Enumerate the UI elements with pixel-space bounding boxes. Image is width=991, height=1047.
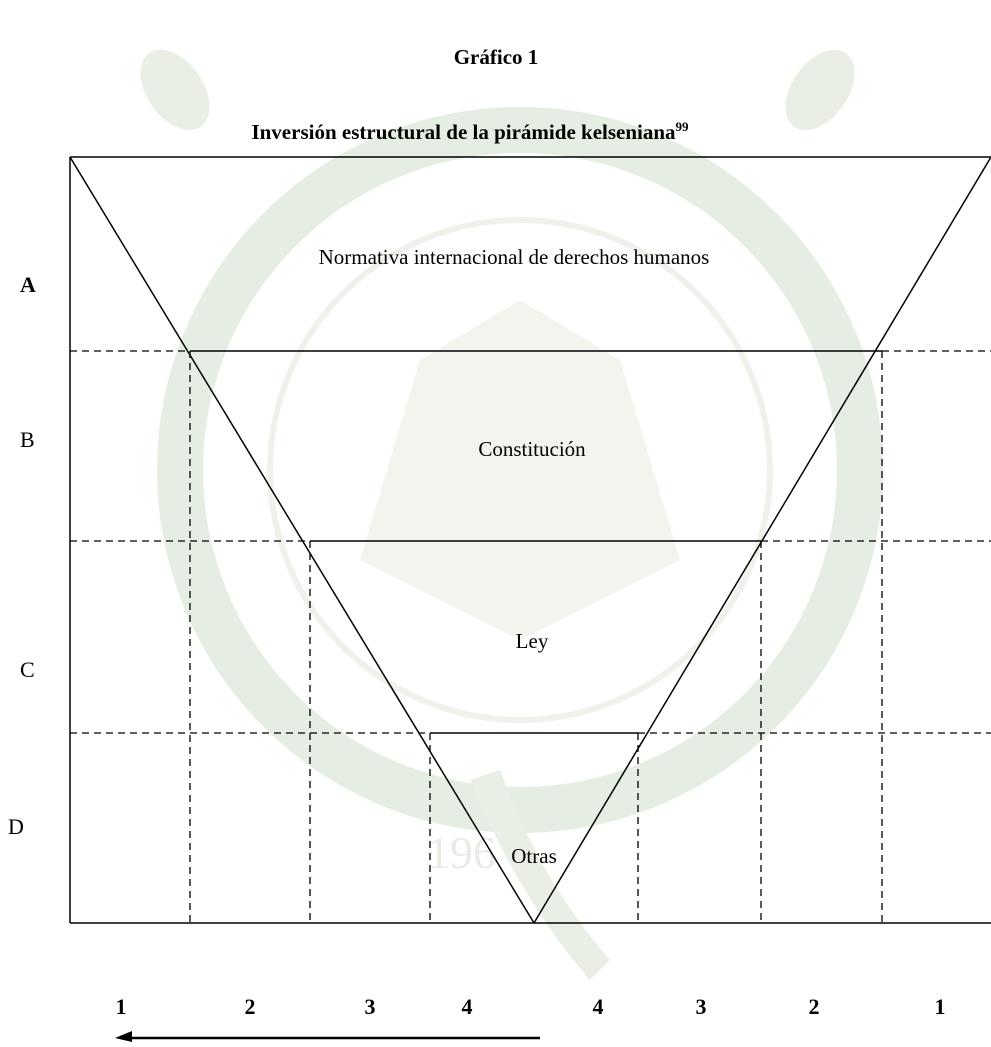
figure-subtitle-text: Inversión estructural de la pirámide kel… xyxy=(251,120,676,144)
dashed-vertical-guides xyxy=(189,351,883,923)
row-label-b: B xyxy=(20,427,35,452)
left-arrow-icon xyxy=(115,1031,540,1042)
row-label-a: A xyxy=(20,272,36,297)
column-label-right-4: 4 xyxy=(593,994,604,1019)
column-label-left-2: 2 xyxy=(245,994,256,1019)
column-label-left-1: 1 xyxy=(116,994,127,1019)
column-label-right-3: 3 xyxy=(696,994,707,1019)
row-label-d: D xyxy=(8,814,24,839)
watermark-year: 196 xyxy=(427,827,496,878)
figure-title: Gráfico 1 xyxy=(454,45,539,69)
column-label-left-3: 3 xyxy=(365,994,376,1019)
level-label-b: Constitución xyxy=(478,437,586,461)
column-label-right-2: 2 xyxy=(809,994,820,1019)
figure-subtitle: Inversión estructural de la pirámide kel… xyxy=(251,119,689,144)
triangle-left-side xyxy=(69,156,535,924)
triangle-right-side xyxy=(533,156,991,924)
footnote-reference: 99 xyxy=(676,119,690,134)
level-label-d: Otras xyxy=(511,844,557,868)
row-label-c: C xyxy=(20,657,35,682)
level-label-c: Ley xyxy=(516,629,549,653)
column-label-left-4: 4 xyxy=(462,994,473,1019)
level-label-a: Normativa internacional de derechos huma… xyxy=(319,245,710,269)
dashed-horizontal-guides xyxy=(70,350,991,734)
university-seal-watermark: 196 xyxy=(140,49,883,980)
column-label-right-1: 1 xyxy=(935,994,946,1019)
